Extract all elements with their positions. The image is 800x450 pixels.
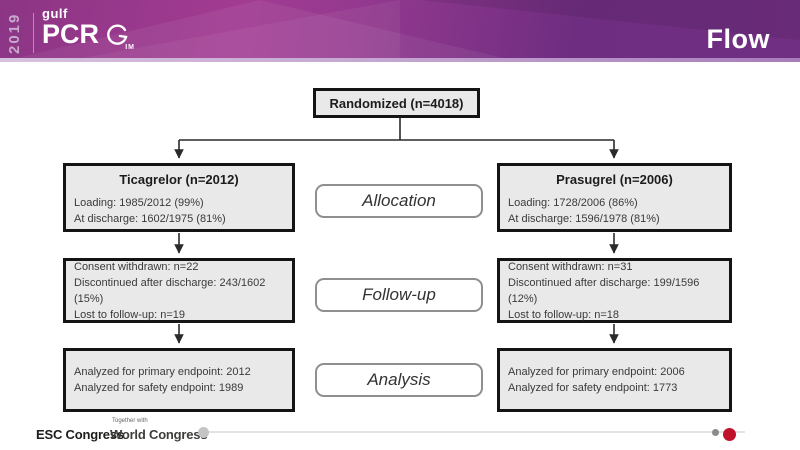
- prasugrel-followup-box: Consent withdrawn: n=31 Discontinued aft…: [497, 258, 732, 323]
- allocation-line: At discharge: 1596/1978 (81%): [508, 213, 660, 225]
- header-banner: 2019 gulf PCR IM Flow: [0, 0, 800, 62]
- progress-dot-gray[interactable]: [712, 429, 719, 436]
- slide-title: Flow: [706, 24, 770, 54]
- followup-line: Consent withdrawn: n=31: [508, 260, 633, 273]
- allocation-line: Loading: 1728/2006 (86%): [508, 197, 638, 209]
- esc-congress-logo: ESC Congress: [36, 427, 124, 442]
- divider: [33, 13, 34, 53]
- stage-allocation-label: Allocation: [362, 191, 436, 210]
- followup-line: Discontinued after discharge: 243/1602 (…: [74, 276, 266, 305]
- progress-track: [205, 431, 745, 433]
- ticagrelor-analysis-box: Analyzed for primary endpoint: 2012 Anal…: [63, 348, 295, 412]
- followup-line: Lost to follow-up: n=19: [74, 308, 185, 321]
- randomized-label: Randomized (n=4018): [329, 95, 464, 111]
- followup-line: Discontinued after discharge: 199/1596 (…: [508, 276, 700, 305]
- year-label: 2019: [6, 12, 23, 54]
- randomized-box: Randomized (n=4018): [313, 88, 480, 118]
- stage-followup: Follow-up: [315, 278, 483, 312]
- ticagrelor-followup-box: Consent withdrawn: n=22 Discontinued aft…: [63, 258, 295, 323]
- followup-line: Lost to follow-up: n=18: [508, 308, 619, 321]
- analysis-line: Analyzed for safety endpoint: 1773: [508, 382, 678, 394]
- analysis-line: Analyzed for safety endpoint: 1989: [74, 382, 244, 394]
- gim-swirl-icon: IM: [103, 23, 136, 51]
- stage-analysis: Analysis: [315, 363, 483, 397]
- logo-gim-label: IM: [125, 44, 136, 51]
- prasugrel-title: Prasugrel (n=2006): [556, 172, 673, 187]
- followup-line: Consent withdrawn: n=22: [74, 260, 199, 273]
- analysis-line: Analyzed for primary endpoint: 2006: [508, 366, 685, 378]
- progress-handle[interactable]: [198, 427, 209, 438]
- ticagrelor-title: Ticagrelor (n=2012): [119, 172, 239, 187]
- together-with-label: Together with: [112, 418, 148, 424]
- world-congress-logo: World Congress: [110, 427, 208, 442]
- header-bottom-band: [0, 58, 800, 62]
- allocation-line: At discharge: 1602/1975 (81%): [74, 213, 226, 225]
- progress-dot-red[interactable]: [723, 428, 736, 441]
- stage-allocation: Allocation: [315, 184, 483, 218]
- logo-pcr-label: PCR: [42, 19, 100, 49]
- allocation-line: Loading: 1985/2012 (99%): [74, 197, 204, 209]
- analysis-line: Analyzed for primary endpoint: 2012: [74, 366, 251, 378]
- gulf-pcr-logo: gulf PCR IM: [42, 6, 136, 52]
- ticagrelor-allocation-box: Ticagrelor (n=2012) Loading: 1985/2012 (…: [63, 163, 295, 232]
- prasugrel-allocation-box: Prasugrel (n=2006) Loading: 1728/2006 (8…: [497, 163, 732, 232]
- stage-followup-label: Follow-up: [362, 285, 436, 304]
- prasugrel-analysis-box: Analyzed for primary endpoint: 2006 Anal…: [497, 348, 732, 412]
- logo-gulf-label: gulf: [42, 6, 68, 21]
- stage-analysis-label: Analysis: [367, 370, 431, 389]
